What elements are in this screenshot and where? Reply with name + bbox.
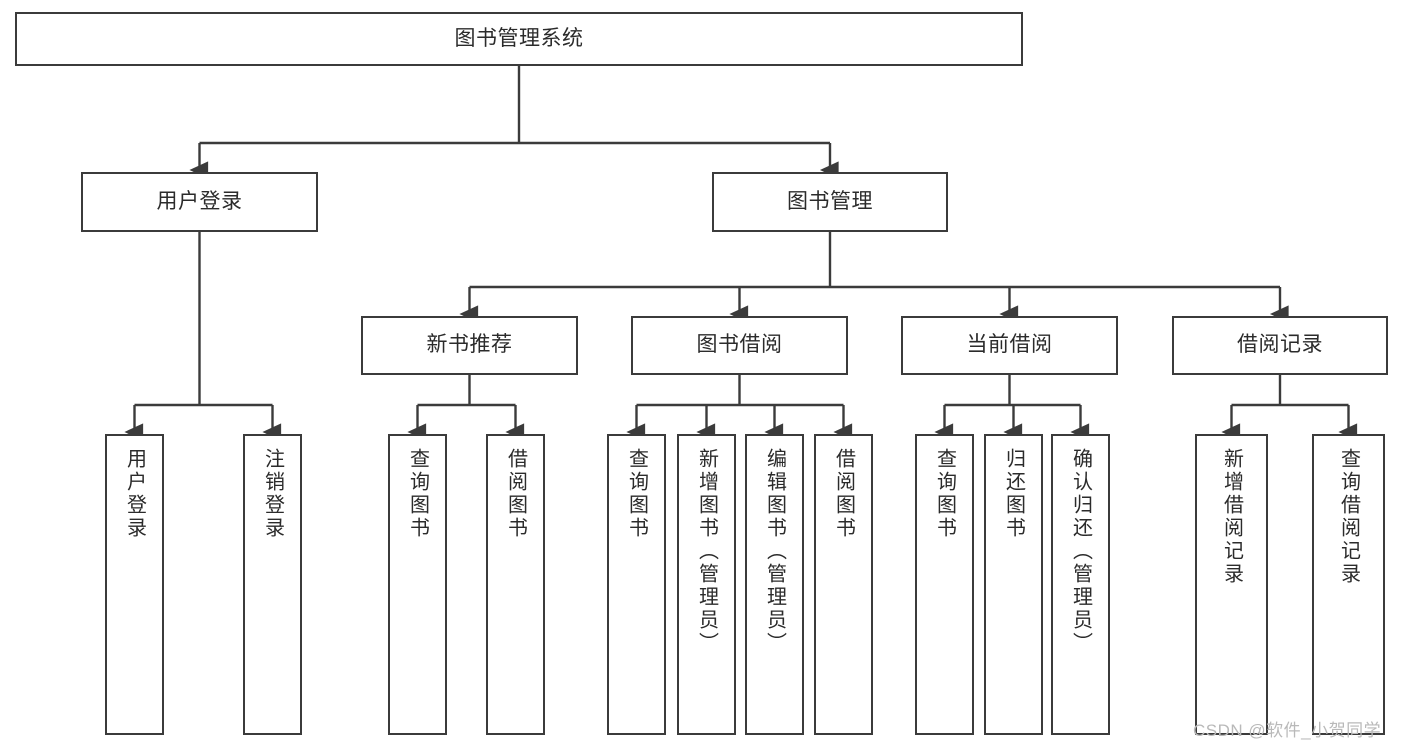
node-label: 编辑图书（管理员） [763,448,786,655]
node-label: 查询图书 [625,448,648,540]
node-leaf-add-record[interactable]: 新增借阅记录 [1195,434,1268,735]
node-label: 借阅图书 [832,448,855,540]
node-label: 归还图书 [1002,448,1025,540]
edge-bus-root [199,66,830,145]
node-leaf-borrow-book[interactable]: 借阅图书 [814,434,873,735]
node-book-management[interactable]: 图书管理 [712,172,948,232]
node-leaf-query-record[interactable]: 查询借阅记录 [1312,434,1385,735]
node-leaf-borrow-book-rec[interactable]: 借阅图书 [486,434,545,735]
node-label: 查询图书 [933,448,956,540]
node-label: 新增借阅记录 [1220,448,1243,586]
node-user-login[interactable]: 用户登录 [81,172,318,232]
node-leaf-edit-book[interactable]: 编辑图书（管理员） [745,434,804,735]
node-leaf-user-login[interactable]: 用户登录 [105,434,164,735]
node-book-borrow[interactable]: 图书借阅 [631,316,848,375]
node-current-borrow[interactable]: 当前借阅 [901,316,1118,375]
edge-bus-book-management [469,232,1280,289]
node-label: 注销登录 [261,448,284,540]
node-leaf-add-book[interactable]: 新增图书（管理员） [677,434,736,735]
node-root[interactable]: 图书管理系统 [15,12,1023,66]
edge-bus-user-login [134,232,273,407]
node-label: 新书推荐 [426,333,513,357]
node-label: 用户登录 [123,448,146,540]
node-leaf-confirm-return[interactable]: 确认归还（管理员） [1051,434,1110,735]
node-borrow-record[interactable]: 借阅记录 [1172,316,1388,375]
edge-bus-new-book-recommend [417,375,516,407]
node-label: 借阅记录 [1237,333,1323,357]
node-label: 图书管理系统 [454,26,584,50]
node-label: 用户登录 [156,189,243,213]
node-label: 确认归还（管理员） [1069,448,1092,655]
csdn-watermark: CSDN @软件_小贺同学 [1193,721,1382,740]
node-leaf-query-book-rec[interactable]: 查询图书 [388,434,447,735]
node-leaf-logout[interactable]: 注销登录 [243,434,302,735]
node-label: 查询图书 [406,448,429,540]
node-label: 借阅图书 [504,448,527,540]
node-leaf-query-book-cur[interactable]: 查询图书 [915,434,974,735]
node-label: 查询借阅记录 [1337,448,1360,586]
edge-bus-current-borrow [944,375,1081,407]
edge-bus-book-borrow [636,375,844,407]
node-label: 图书借阅 [696,333,783,357]
node-leaf-query-book-borrow[interactable]: 查询图书 [607,434,666,735]
edge-bus-borrow-record [1231,375,1349,407]
node-label: 当前借阅 [966,333,1053,357]
node-label: 图书管理 [787,189,873,213]
node-new-book-recommend[interactable]: 新书推荐 [361,316,578,375]
node-leaf-return-book[interactable]: 归还图书 [984,434,1043,735]
node-label: 新增图书（管理员） [695,448,718,655]
